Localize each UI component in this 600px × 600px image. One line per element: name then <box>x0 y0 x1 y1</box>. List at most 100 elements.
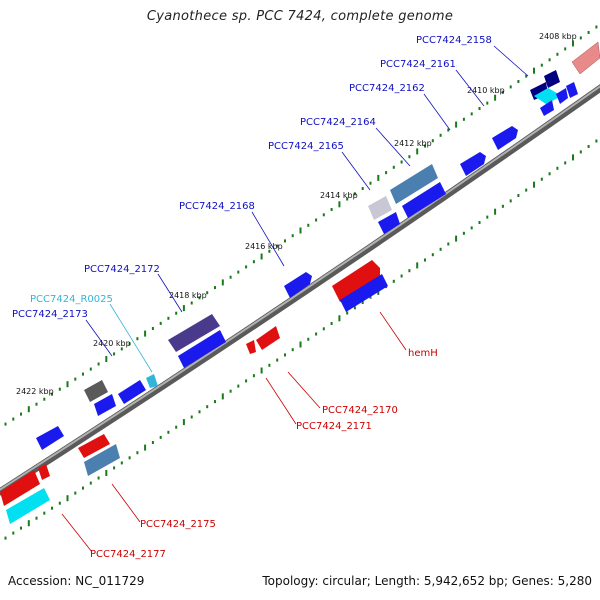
minor-tick <box>408 155 411 159</box>
kbp-label: 2410 kbp <box>467 86 505 95</box>
minor-tick <box>315 332 318 336</box>
kbp-labels: 2408 kbp 2410 kbp 2412 kbp 2414 kbp 2416… <box>16 32 577 396</box>
minor-tick <box>447 128 450 132</box>
minor-tick <box>237 270 240 274</box>
minor-tick <box>548 172 551 176</box>
minor-tick <box>361 187 364 190</box>
gene-arrow <box>378 212 400 234</box>
gene-label: hemH <box>408 348 438 359</box>
minor-tick <box>276 358 279 362</box>
map-title: Cyanothece sp. PCC 7424, complete genome <box>146 9 454 24</box>
minor-tick <box>20 412 22 416</box>
minor-tick <box>58 501 61 505</box>
major-tick <box>105 356 108 362</box>
minor-tick <box>353 306 356 310</box>
minor-tick <box>431 253 434 257</box>
gene-arrow <box>36 426 64 450</box>
minor-tick <box>462 117 465 121</box>
minor-tick <box>322 327 325 331</box>
gene-label: PCC7424_2161 <box>380 59 456 70</box>
gene-arrow <box>0 470 40 506</box>
minor-tick <box>252 260 255 264</box>
gene-arrow <box>544 70 560 88</box>
minor-tick <box>525 188 528 192</box>
gene-arrow <box>390 164 438 204</box>
minor-tick <box>525 74 528 78</box>
minor-tick <box>167 430 170 434</box>
kbp-label: 2420 kbp <box>93 339 131 348</box>
kbp-label: 2416 kbp <box>245 242 283 251</box>
minor-tick <box>229 389 232 393</box>
minor-tick <box>509 199 512 203</box>
major-tick <box>221 279 224 286</box>
gene-label: PCC7424_2173 <box>12 309 88 320</box>
minor-tick <box>431 139 434 143</box>
minor-tick <box>120 347 123 351</box>
minor-tick <box>12 531 15 535</box>
minor-tick <box>12 417 15 421</box>
major-tick <box>572 154 574 161</box>
minor-tick <box>346 311 349 315</box>
major-tick <box>377 174 380 181</box>
minor-tick <box>268 363 271 367</box>
major-tick <box>27 520 30 527</box>
gene-arrow <box>6 488 50 524</box>
major-tick <box>221 393 224 400</box>
gene-arrow <box>284 272 312 298</box>
gene-arrow <box>566 82 578 98</box>
minor-tick <box>51 506 53 510</box>
minor-tick <box>509 85 512 89</box>
major-tick <box>182 419 185 426</box>
minor-tick <box>74 377 77 381</box>
gene-label: PCC7424_2171 <box>296 421 372 432</box>
gene-arrow <box>178 330 226 368</box>
major-tick <box>455 235 458 242</box>
major-tick <box>494 208 497 215</box>
minor-tick <box>35 402 38 406</box>
gene-arrow <box>84 444 120 476</box>
gene-label: PCC7424_2177 <box>90 549 166 560</box>
major-tick <box>144 330 147 337</box>
gene-arrow <box>78 434 110 458</box>
minor-tick <box>113 352 116 356</box>
gene-arrow <box>534 88 562 104</box>
minor-tick <box>361 301 364 304</box>
minor-tick <box>408 269 411 273</box>
minor-tick <box>151 441 154 444</box>
gene-arrow <box>256 326 280 350</box>
minor-tick <box>385 171 388 175</box>
minor-tick <box>564 47 567 51</box>
minor-tick <box>167 316 170 320</box>
minor-tick <box>206 291 209 295</box>
minor-tick <box>120 461 123 465</box>
minor-tick <box>74 491 77 495</box>
gene-label: PCC7424_2162 <box>349 83 425 94</box>
gene-label: PCC7424_2175 <box>140 519 216 530</box>
gene-arrow <box>460 152 486 176</box>
minor-tick <box>540 63 543 67</box>
gene-label: PCC7424_2170 <box>322 405 398 416</box>
minor-tick <box>214 286 216 290</box>
minor-tick <box>229 275 232 279</box>
minor-tick <box>214 400 216 404</box>
forward-genes <box>36 41 600 450</box>
gene-label: PCC7424_R0025 <box>30 294 113 305</box>
major-tick <box>260 367 263 374</box>
genome-summary-text: Topology: circular; Length: 5,942,652 bp… <box>262 574 592 588</box>
major-tick <box>144 444 147 451</box>
gene-label: PCC7424_2158 <box>416 35 492 46</box>
minor-tick <box>58 387 61 391</box>
minor-tick <box>89 367 92 371</box>
minor-tick <box>346 197 349 201</box>
minor-tick <box>462 231 465 235</box>
gene-arrow <box>402 182 446 218</box>
minor-tick <box>43 511 46 515</box>
gene-label: PCC7424_2168 <box>179 201 255 212</box>
minor-tick <box>268 249 271 253</box>
gene-arrow <box>571 41 600 75</box>
gene-arrow <box>168 314 220 352</box>
minor-tick <box>470 112 473 116</box>
minor-tick <box>486 101 489 105</box>
gene-arrow <box>84 380 108 402</box>
